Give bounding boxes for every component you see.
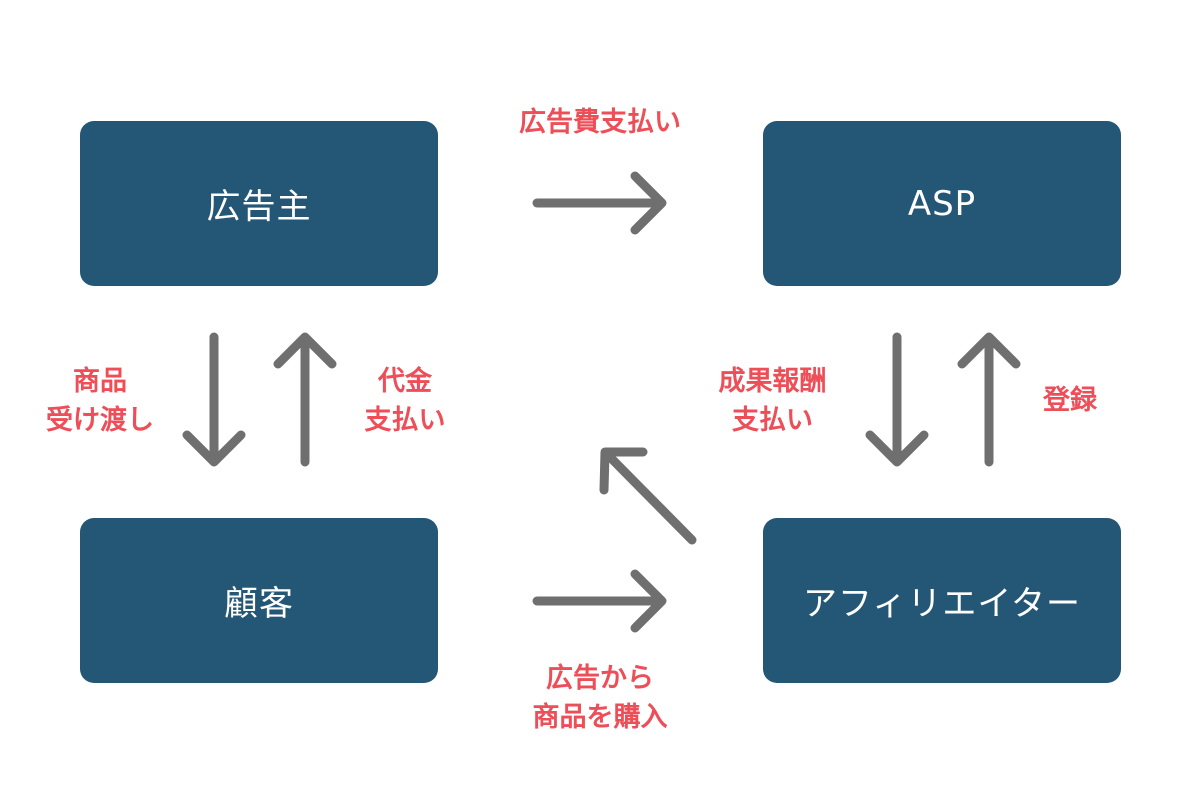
customer-box: 顧客 — [80, 518, 438, 683]
product-delivery-label: 商品 受け渡し — [46, 366, 154, 436]
payment-label: 代金 支払い — [364, 366, 446, 436]
arrow-diagonal-affiliate-to-advertiser — [599, 447, 697, 545]
asp-box: ASP — [763, 121, 1121, 286]
asp-label: ASP — [907, 183, 977, 224]
arrow-up-payment — [273, 332, 337, 467]
affiliate-box: アフィリエイター — [763, 518, 1121, 683]
arrow-right-ad-fee — [532, 171, 667, 235]
purchase-via-ad-label: 広告から 商品を購入 — [532, 663, 668, 733]
ad-fee-label: 広告費支払い — [519, 107, 681, 138]
advertiser-box: 広告主 — [80, 121, 438, 286]
reward-payment-label: 成果報酬 支払い — [718, 366, 827, 436]
arrow-up-register — [957, 332, 1021, 467]
advertiser-label: 広告主 — [206, 187, 312, 227]
register-label: 登録 — [1043, 385, 1097, 416]
affiliate-label: アフィリエイター — [803, 584, 1081, 624]
arrow-right-purchase — [532, 569, 667, 633]
arrow-down-product-delivery — [182, 332, 246, 467]
arrow-down-reward — [865, 332, 929, 467]
customer-label: 顧客 — [224, 584, 294, 624]
